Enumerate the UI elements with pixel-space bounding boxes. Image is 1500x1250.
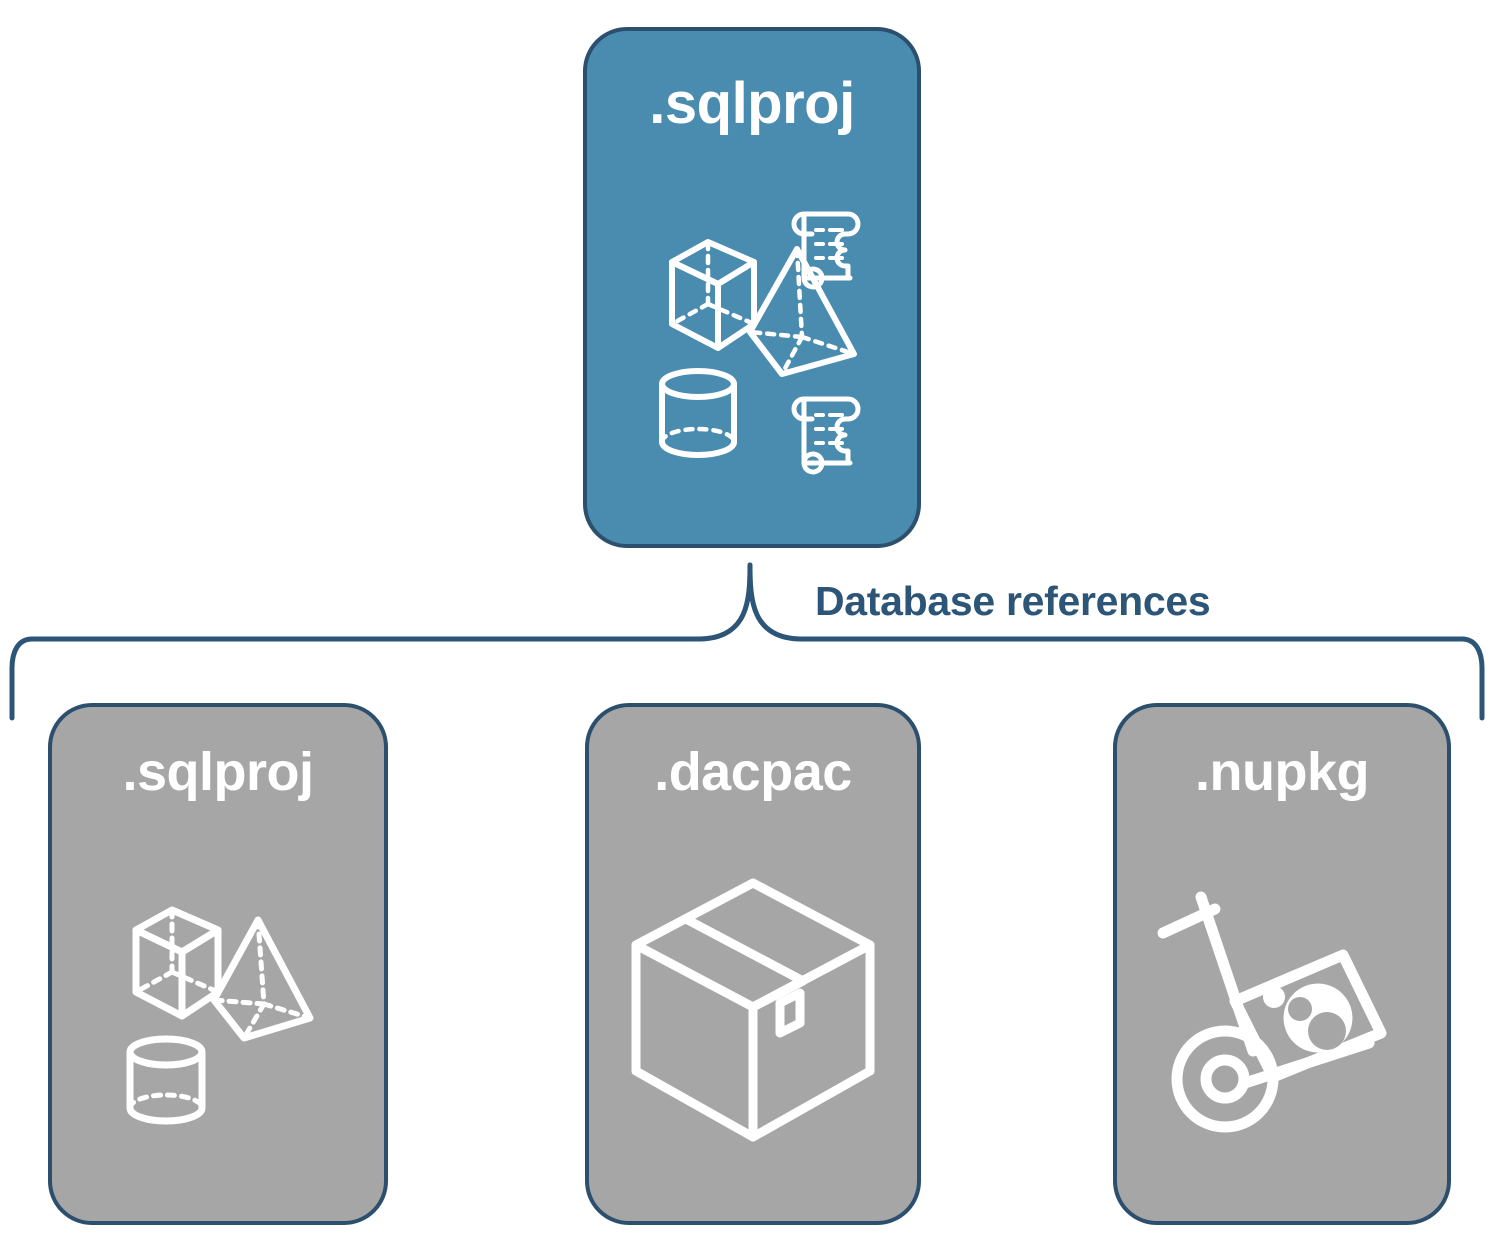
cube-icon	[132, 906, 222, 1020]
card-sqlproj-ref[interactable]: .sqlproj	[48, 703, 388, 1225]
icon-group-nupkg	[1117, 799, 1447, 1221]
hand-truck-icon	[1157, 891, 1387, 1133]
card-nupkg[interactable]: .nupkg	[1113, 703, 1451, 1225]
card-title-dacpac: .dacpac	[654, 742, 852, 802]
cube-icon	[669, 238, 757, 351]
icon-group-sqlproj-root	[587, 133, 917, 544]
bracket-label: Database references	[815, 578, 1211, 624]
package-box-icon	[631, 878, 875, 1142]
icon-group-sqlproj-ref	[52, 799, 384, 1221]
card-title-nupkg: .nupkg	[1195, 742, 1369, 802]
pyramid-icon	[210, 916, 314, 1042]
scroll-icon	[791, 211, 861, 289]
scroll-icon	[791, 396, 861, 474]
card-sqlproj-root[interactable]: .sqlproj	[583, 27, 921, 548]
cylinder-icon	[126, 1035, 206, 1125]
card-title-sqlproj-root: .sqlproj	[649, 71, 855, 136]
pyramid-icon	[747, 245, 857, 377]
card-title-sqlproj-ref: .sqlproj	[122, 742, 314, 802]
card-dacpac[interactable]: .dacpac	[585, 703, 921, 1225]
icon-group-dacpac	[589, 799, 917, 1221]
cylinder-icon	[659, 367, 737, 458]
